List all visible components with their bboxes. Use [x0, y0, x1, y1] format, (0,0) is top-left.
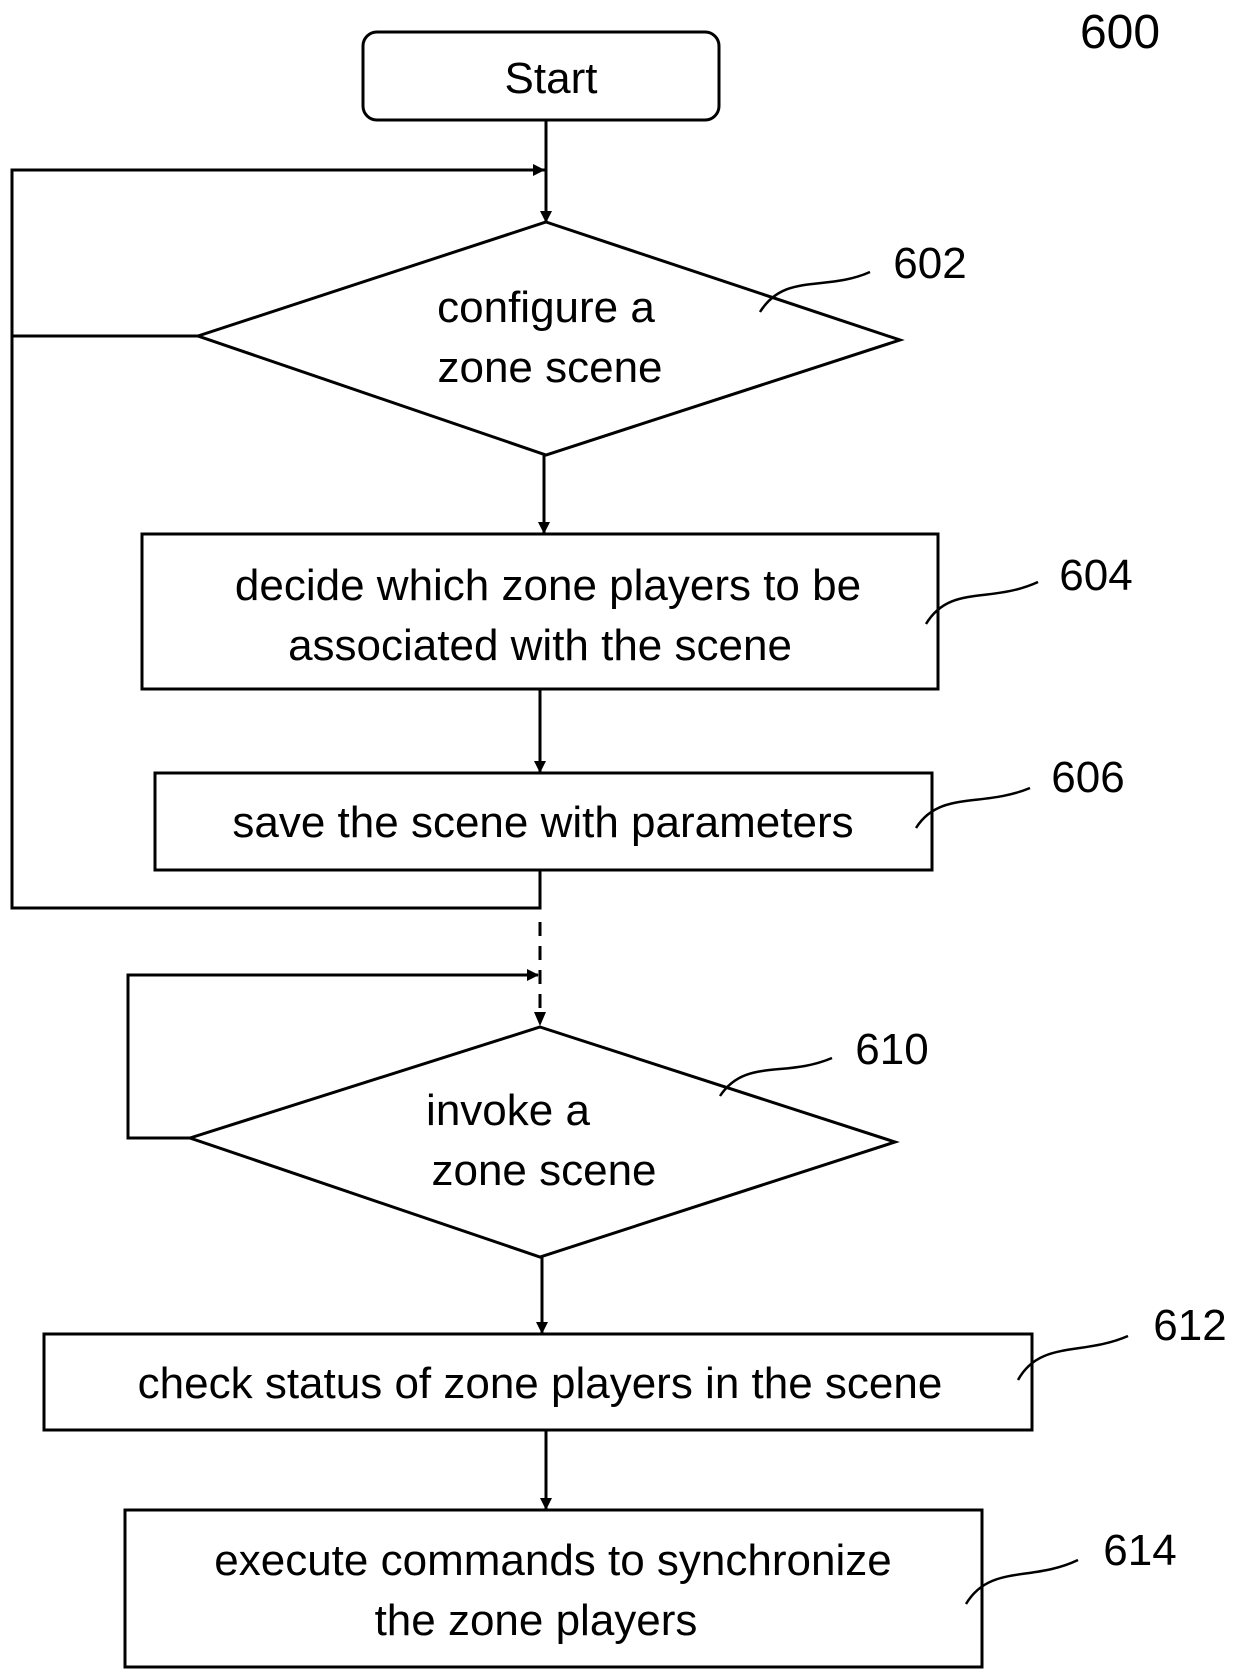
- decide-label-line-2: associated with the scene: [288, 621, 792, 670]
- leader-612: [1018, 1336, 1128, 1380]
- execute-label-line-1: execute commands to synchronize: [214, 1536, 891, 1585]
- ref-604: 604: [1059, 551, 1132, 600]
- ref-612: 612: [1153, 1301, 1226, 1350]
- check-label: check status of zone players in the scen…: [138, 1359, 943, 1408]
- ref-614: 614: [1103, 1526, 1176, 1575]
- invoke-label-line-1: invoke a: [426, 1086, 590, 1135]
- invoke-label-line-2: zone scene: [431, 1146, 656, 1195]
- figure-number: 600: [1080, 6, 1160, 59]
- decide-label-line-1: decide which zone players to be: [235, 561, 861, 610]
- invoke-decision: [190, 1027, 895, 1257]
- configure-decision: [198, 222, 900, 455]
- start-label: Start: [505, 54, 598, 103]
- configure-label-line-2: zone scene: [437, 343, 662, 392]
- save-label: save the scene with parameters: [232, 798, 853, 847]
- dashed-arrowhead: [534, 1012, 546, 1026]
- ref-606: 606: [1051, 753, 1124, 802]
- configure-label-line-1: configure a: [437, 283, 655, 332]
- leader-604: [926, 582, 1038, 624]
- ref-610: 610: [855, 1025, 928, 1074]
- ref-602: 602: [893, 239, 966, 288]
- execute-label-line-2: the zone players: [375, 1596, 698, 1645]
